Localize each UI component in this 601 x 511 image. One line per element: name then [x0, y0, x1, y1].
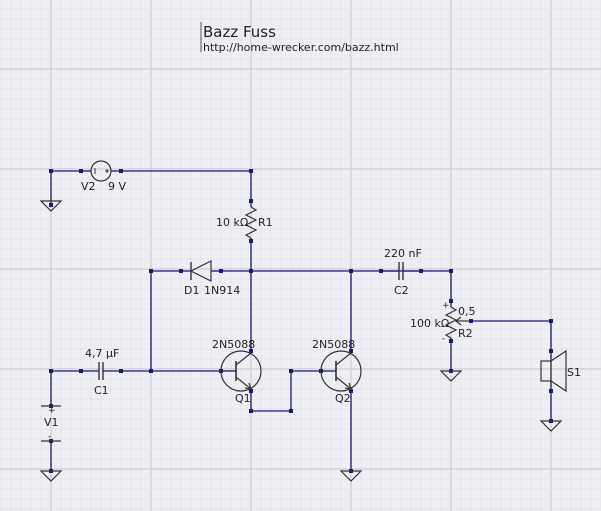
junction-dot [49, 169, 53, 173]
component-c2[interactable]: 220 nF C2 [381, 247, 422, 297]
r1-ref: R1 [258, 216, 273, 229]
url-text: http://home-wrecker.com/bazz.html [203, 41, 399, 54]
q1-ref: Q1 [235, 392, 251, 405]
r2-wiper: 0,5 [458, 305, 476, 318]
component-q1[interactable]: 2N5088 Q1 [212, 338, 262, 405]
component-v2[interactable]: V2 9 V [81, 160, 126, 193]
wire[interactable] [50, 170, 81, 205]
r2-plus: + [442, 301, 450, 311]
ground-icon [339, 470, 363, 482]
r2-value: 100 kΩ [410, 317, 449, 330]
q1-value: 2N5088 [212, 338, 255, 351]
title-block: Bazz Fuss http://home-wrecker.com/bazz.h… [200, 22, 399, 54]
junction-dot [249, 169, 253, 173]
junction-dot [349, 389, 353, 393]
component-r2[interactable]: + - 0,5 100 kΩ R2 [410, 301, 476, 344]
ground-icon [439, 370, 463, 382]
ground-icon [39, 200, 63, 212]
r1-value: 10 kΩ [216, 216, 248, 229]
wire[interactable] [421, 270, 452, 301]
voltage-source-icon [90, 160, 112, 182]
c2-ref: C2 [394, 284, 409, 297]
ground-symbols [39, 200, 563, 482]
junction-dot [149, 269, 153, 273]
junction-dot [349, 349, 353, 353]
speaker-icon [540, 360, 552, 382]
d1-value: 1N914 [204, 284, 240, 297]
d1-ref: D1 [184, 284, 199, 297]
junction-dot [49, 369, 53, 373]
s1-ref: S1 [567, 366, 581, 379]
v1-minus: - [48, 432, 51, 442]
component-r1[interactable]: 10 kΩ R1 [216, 201, 273, 241]
resistor-icon [244, 206, 258, 239]
q2-ref: Q2 [335, 392, 351, 405]
component-c1[interactable]: 4,7 µF C1 [81, 347, 121, 397]
ground-icon [39, 470, 63, 482]
r2-ref: R2 [458, 327, 473, 340]
junction-dot [289, 409, 293, 413]
component-s1[interactable]: S1 [540, 349, 581, 393]
q2-value: 2N5088 [312, 338, 355, 351]
v2-ref: V2 [81, 180, 96, 193]
ground-icon [539, 420, 563, 432]
potentiometer-icon [444, 306, 458, 339]
title-text: Bazz Fuss [203, 23, 276, 41]
component-d1[interactable]: D1 1N914 [181, 260, 240, 297]
c2-value: 220 nF [384, 247, 422, 260]
v2-value: 9 V [108, 180, 126, 193]
component-v1[interactable]: + V1 - [41, 401, 61, 442]
c1-ref: C1 [94, 384, 109, 397]
junction-dot [49, 203, 53, 207]
c1-value: 4,7 µF [85, 347, 119, 360]
r2-minus: - [442, 334, 445, 344]
junction-dot [349, 269, 353, 273]
junction-dot [249, 269, 253, 273]
junction-dot [149, 369, 153, 373]
junction-dot [549, 319, 553, 323]
wire[interactable] [50, 370, 81, 401]
v1-ref: V1 [44, 416, 59, 429]
junction-dot [449, 269, 453, 273]
component-q2[interactable]: 2N5088 Q2 [312, 338, 362, 405]
junction-dot [249, 409, 253, 413]
v1-plus: + [48, 406, 56, 416]
junction-dot [249, 389, 253, 393]
junction-dot [289, 369, 293, 373]
